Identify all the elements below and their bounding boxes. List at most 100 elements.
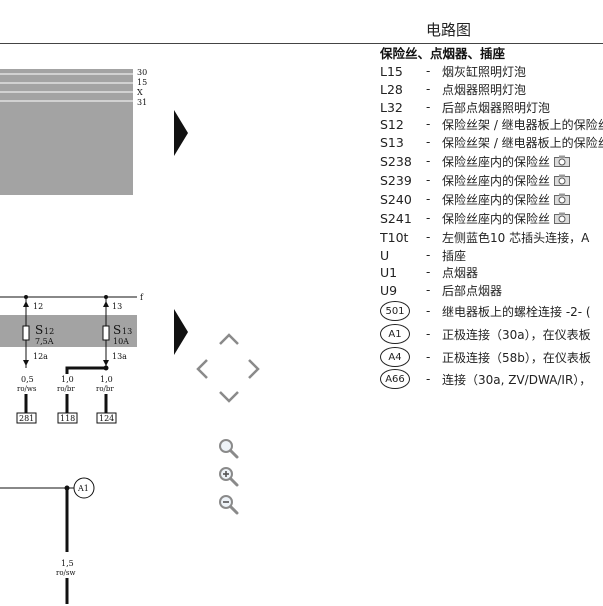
legend-item-s238[interactable]: S238 - 保险丝座内的保险丝 — [380, 152, 603, 170]
legend-connection-a1[interactable]: A1 - 正极连接（30a），在仪表板 — [380, 322, 603, 346]
legend-dash: - — [426, 192, 431, 206]
legend-dash: - — [426, 173, 431, 187]
legend-item-u[interactable]: U - 插座 — [380, 246, 603, 264]
circuit-diagram[interactable]: 30 15 X 31 f 12 S 12 7,5A 12a 0,5 ro/ws … — [0, 0, 370, 604]
ref-box-124[interactable] — [96, 412, 117, 424]
ref-118-label: 118 — [60, 414, 75, 423]
connection-circle: A66 — [380, 369, 410, 389]
fuse-s12-num: 12 — [44, 327, 54, 336]
fuse-box-panel — [0, 69, 133, 195]
ref-box-118[interactable] — [57, 412, 78, 424]
legend-text: 保险丝座内的保险丝 — [442, 173, 551, 188]
legend-item-l28[interactable]: L28 - 点烟器照明灯泡 — [380, 80, 603, 98]
legend-text: 保险丝座内的保险丝 — [442, 211, 551, 226]
chevron-down-icon — [219, 391, 239, 403]
legend-code: L28 — [380, 81, 403, 97]
legend-item-l32[interactable]: L32 - 后部点烟器照明灯泡 — [380, 98, 603, 116]
legend-dash: - — [426, 327, 431, 341]
ref-124-label: 124 — [99, 414, 114, 423]
camera-icon[interactable] — [554, 174, 571, 186]
legend-item-s241[interactable]: S241 - 保险丝座内的保险丝 — [380, 209, 603, 227]
legend-item-s13[interactable]: S13 - 保险丝架 / 继电器板上的保险丝 — [380, 133, 603, 151]
fuse-s12-wire-top: 12 — [33, 302, 43, 311]
legend-text: 正极连接（30a），在仪表板 — [442, 327, 591, 342]
legend-connection-501[interactable]: 501 - 继电器板上的螺栓连接 -2- ( — [380, 299, 603, 323]
legend-item-u9[interactable]: U9 - 后部点烟器 — [380, 281, 603, 299]
legend-item-s239[interactable]: S239 - 保险丝座内的保险丝 — [380, 171, 603, 189]
legend-dash: - — [426, 248, 431, 262]
zoom-out-button[interactable] — [218, 494, 240, 516]
legend-code: U1 — [380, 264, 398, 280]
legend-dash: - — [426, 230, 431, 244]
ref-box-281[interactable] — [16, 412, 37, 424]
fuse-s12-id: S — [35, 323, 43, 337]
legend-heading: 保险丝、点烟器、插座 — [380, 46, 506, 61]
pan-left-button[interactable] — [195, 358, 209, 380]
fuse-s12[interactable] — [22, 325, 30, 341]
fuse-s12-wire-bottom: 12a — [33, 352, 48, 361]
legend-text: 插座 — [442, 248, 467, 263]
legend-code: U9 — [380, 282, 398, 298]
zoom-in-icon — [219, 467, 239, 487]
legend-dash: - — [426, 154, 431, 168]
legend-text: 左侧蓝色10 芯插头连接，A — [442, 230, 590, 245]
legend-item-s12[interactable]: S12 - 保险丝架 / 继电器板上的保险丝 — [380, 115, 603, 133]
pan-up-button[interactable] — [218, 332, 240, 346]
legend-text: 保险丝架 / 继电器板上的保险丝 — [442, 135, 603, 150]
legend-dash: - — [426, 211, 431, 225]
fuse-s13[interactable] — [102, 325, 110, 341]
camera-icon[interactable] — [554, 193, 571, 205]
legend-code: S241 — [380, 210, 412, 226]
camera-icon[interactable] — [554, 212, 571, 224]
expand-lower-section[interactable] — [174, 309, 188, 355]
connection-circle: 501 — [380, 301, 410, 321]
legend-dash: - — [426, 117, 431, 131]
component-legend: 保险丝、点烟器、插座 L15 - 烟灰缸照明灯泡 L28 - 点烟器照明灯泡 L… — [380, 46, 603, 606]
wire-s13-color: ro/br — [96, 385, 114, 393]
legend-item-l15[interactable]: L15 - 烟灰缸照明灯泡 — [380, 62, 603, 80]
bus-label-31: 31 — [137, 98, 147, 107]
legend-text: 后部点烟器照明灯泡 — [442, 100, 551, 115]
expand-triangle-icon — [174, 110, 188, 156]
legend-item-u1[interactable]: U1 - 点烟器 — [380, 263, 603, 281]
legend-text: 点烟器照明灯泡 — [442, 82, 527, 97]
wire-s12-color: ro/ws — [17, 385, 37, 393]
legend-code: S240 — [380, 191, 412, 207]
legend-code: S239 — [380, 172, 412, 188]
wire-mid-gauge: 1,0 — [61, 375, 74, 384]
legend-dash: - — [426, 100, 431, 114]
connection-circle: A4 — [380, 347, 410, 367]
zoom-fit-button[interactable] — [218, 438, 240, 460]
legend-connection-a4[interactable]: A4 - 正极连接（58b），在仪表板 — [380, 345, 603, 369]
legend-code: S13 — [380, 134, 404, 150]
fuse-s13-rating: 10A — [113, 337, 129, 346]
legend-connection-a66[interactable]: A66 - 连接（30a, ZV/DWA/IR）， — [380, 367, 603, 391]
fuse-s13-wire-top: 13 — [112, 302, 122, 311]
zoom-in-button[interactable] — [218, 466, 240, 488]
legend-item-s240[interactable]: S240 - 保险丝座内的保险丝 — [380, 190, 603, 208]
legend-code: S238 — [380, 153, 412, 169]
expand-upper-section[interactable] — [174, 110, 188, 156]
pan-down-button[interactable] — [218, 390, 240, 404]
pan-right-button[interactable] — [247, 358, 261, 380]
legend-text: 继电器板上的螺栓连接 -2- ( — [442, 304, 591, 319]
legend-code: S12 — [380, 116, 404, 132]
bus-label-x: X — [137, 88, 143, 97]
chevron-up-icon — [219, 333, 239, 345]
fuse-s13-wire-bottom: 13a — [112, 352, 127, 361]
legend-dash: - — [426, 283, 431, 297]
expand-triangle-icon — [174, 309, 188, 355]
legend-dash: - — [426, 372, 431, 386]
legend-code: L32 — [380, 99, 403, 115]
chevron-right-icon — [248, 359, 260, 379]
bus-label-30: 30 — [137, 68, 147, 77]
bus-label-f: f — [140, 293, 144, 302]
legend-text: 保险丝架 / 继电器板上的保险丝 — [442, 117, 603, 132]
fuse-s13-num: 13 — [122, 327, 132, 336]
legend-item-t10t[interactable]: T10t - 左侧蓝色10 芯插头连接，A — [380, 228, 603, 246]
connector-a1[interactable] — [73, 477, 95, 499]
camera-icon[interactable] — [554, 155, 571, 167]
connector-a1-label: A1 — [77, 484, 89, 493]
legend-text: 后部点烟器 — [442, 283, 503, 298]
